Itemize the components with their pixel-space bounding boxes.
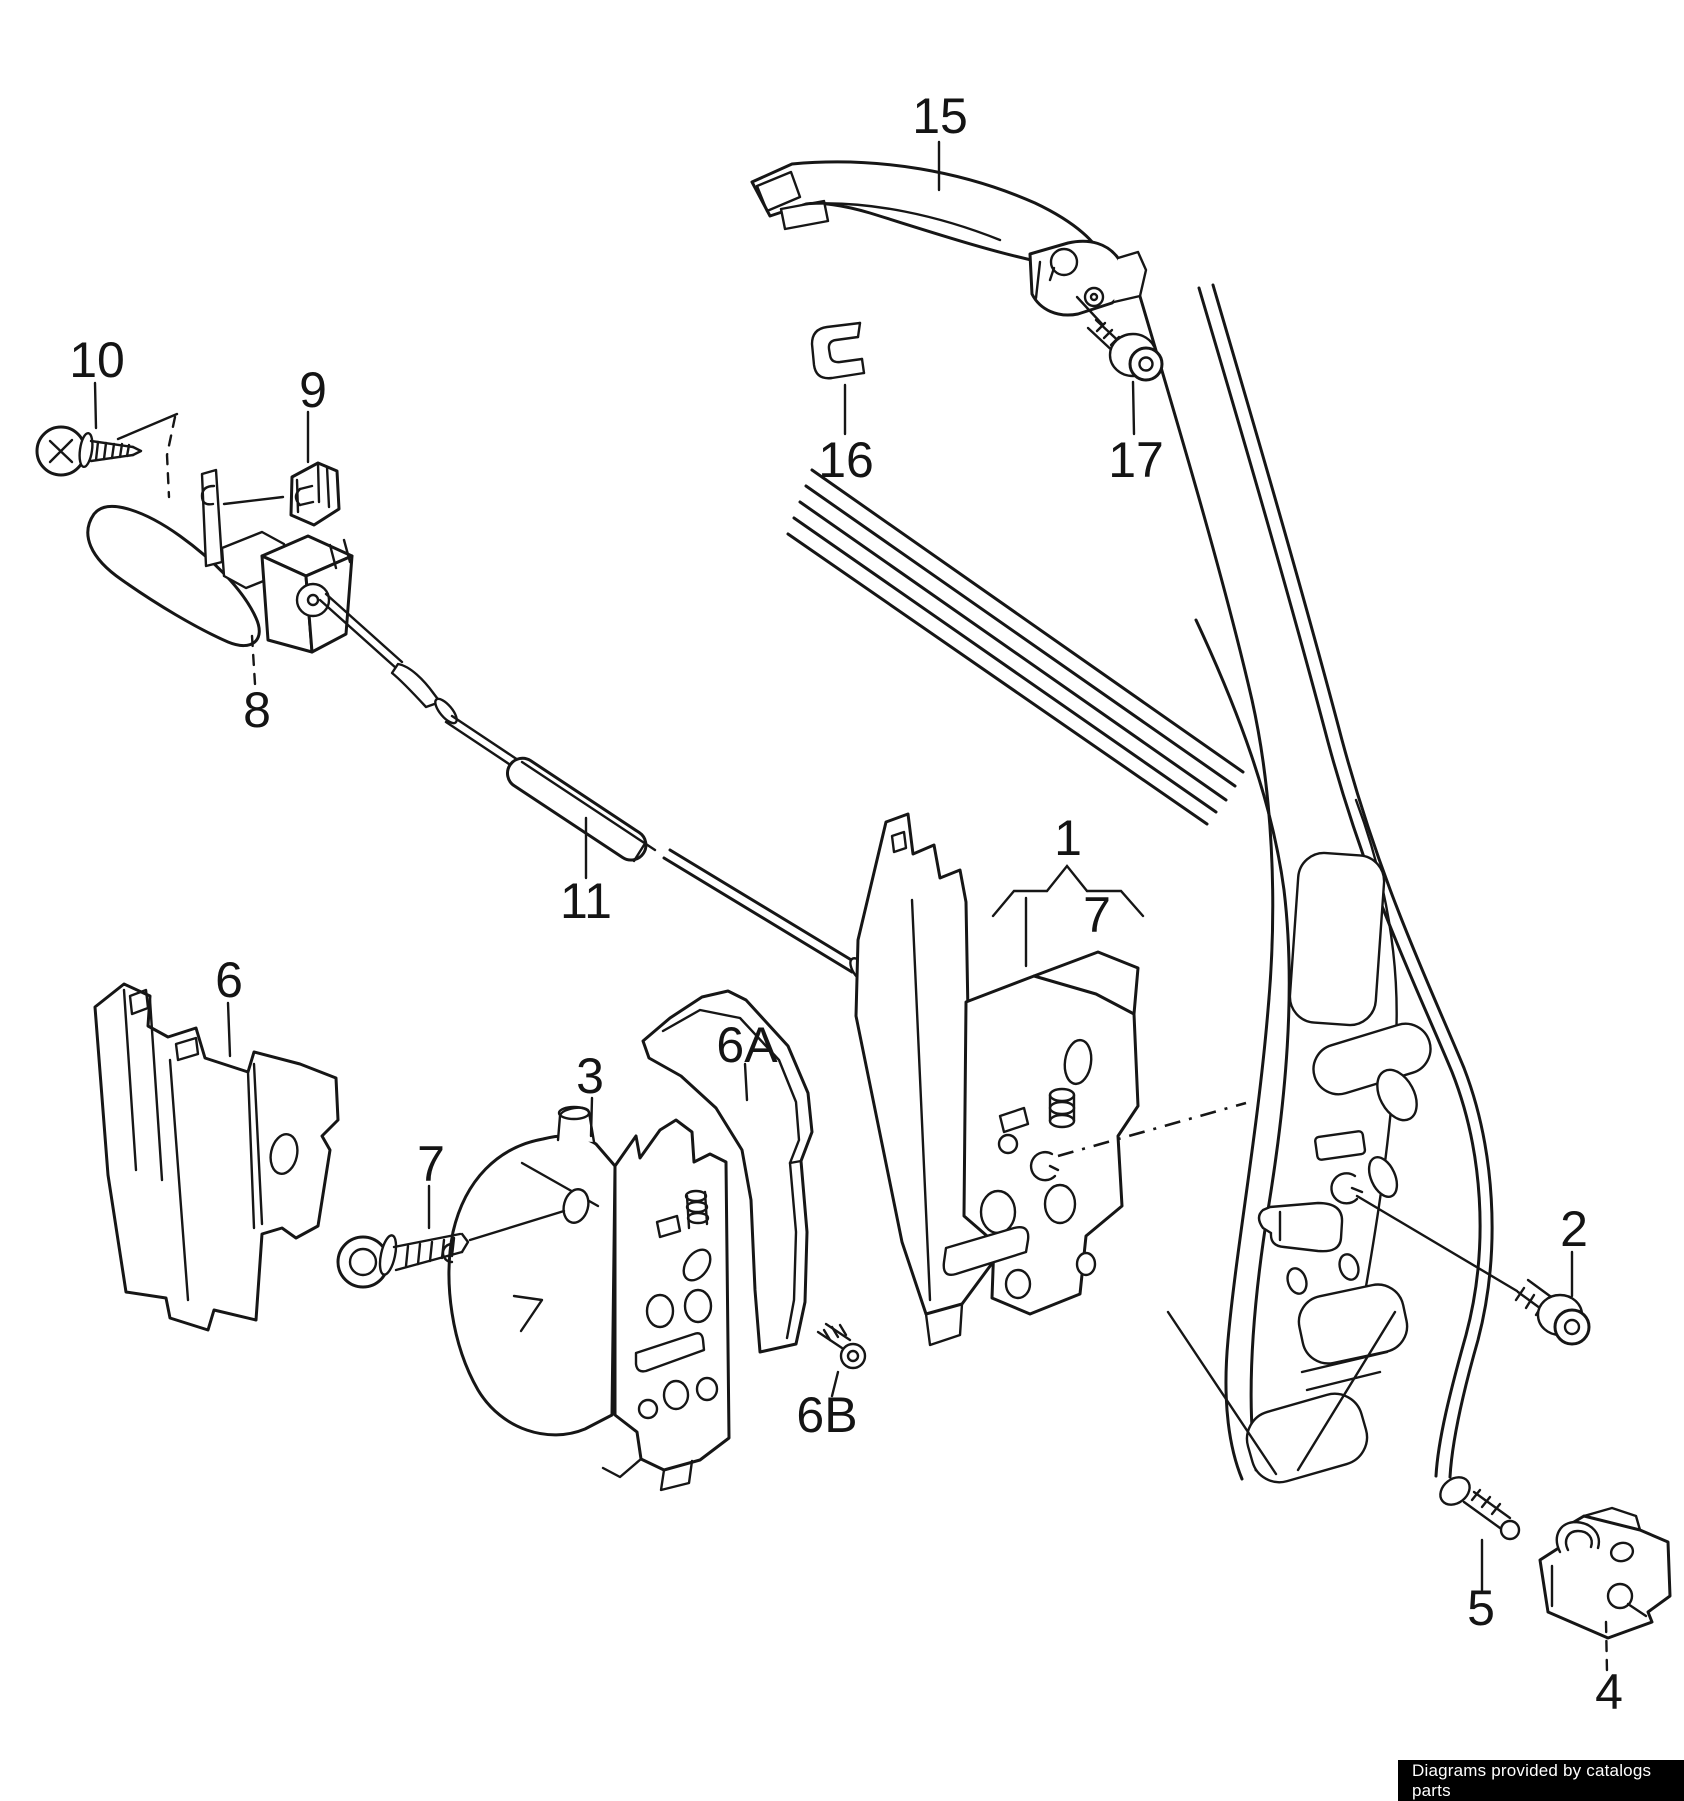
handle-ball-stud [1049, 247, 1079, 277]
callout-3: 3 [576, 1048, 604, 1104]
callout-15: 15 [912, 88, 968, 144]
group-bracket-right [1085, 889, 1145, 918]
callout-17: 17 [1108, 432, 1164, 488]
striker-screw-drawing [1439, 1476, 1521, 1541]
callout-leader-lines [93, 140, 1609, 1674]
lock-mounting-line [1057, 1101, 1247, 1158]
bowden-cable-drawing [318, 592, 927, 1019]
handle-clip-drawing [810, 321, 866, 380]
group-bracket-peak [1045, 864, 1089, 893]
callout-10: 10 [69, 332, 125, 388]
callout-9: 9 [299, 362, 327, 418]
gasket-screw-drawing [816, 1322, 867, 1370]
callout-11: 11 [560, 873, 612, 929]
group-bracket-left [991, 889, 1049, 918]
lock-front-plate [613, 1118, 731, 1472]
cable-clip-drawing [222, 461, 341, 527]
handle-screw-drawing [1075, 295, 1164, 382]
callout-7-right: 7 [1083, 887, 1111, 943]
lock-bolt-drawing [336, 1209, 566, 1289]
watermark-banner: Diagrams provided by catalogs parts [1398, 1760, 1684, 1801]
callout-6A: 6A [716, 1017, 778, 1073]
striker-drawing [1538, 1506, 1672, 1640]
callout-16: 16 [818, 432, 874, 488]
callout-8: 8 [243, 682, 271, 738]
callout-1: 1 [1054, 810, 1082, 866]
interior-handle-screw-drawing [35, 412, 179, 499]
handle-pivot [295, 582, 331, 618]
callout-2: 2 [1560, 1201, 1588, 1257]
callout-numbers: 15 16 17 10 9 8 11 1 7 6 3 6A 7 6B 2 5 4 [69, 88, 1623, 1720]
door-lock-drawing [854, 812, 1247, 1347]
lock-carrier-drawing [93, 982, 340, 1332]
callout-6: 6 [215, 952, 243, 1008]
lock-gasket-drawing [641, 989, 814, 1354]
lock-unit-drawing [441, 1105, 731, 1492]
callout-6B: 6B [796, 1387, 857, 1443]
exterior-handle-drawing [750, 160, 1148, 317]
lock-body [447, 1134, 617, 1437]
interior-handle-drawing [86, 468, 354, 654]
callout-5: 5 [1467, 1580, 1495, 1636]
door-frame-drawing [786, 283, 1494, 1484]
cable-sheath [506, 756, 648, 862]
watermark-text: Diagrams provided by catalogs parts [1412, 1760, 1652, 1800]
callout-7-left: 7 [417, 1136, 445, 1192]
pillar-screw-drawing [1355, 1194, 1591, 1346]
callout-4: 4 [1595, 1664, 1623, 1720]
